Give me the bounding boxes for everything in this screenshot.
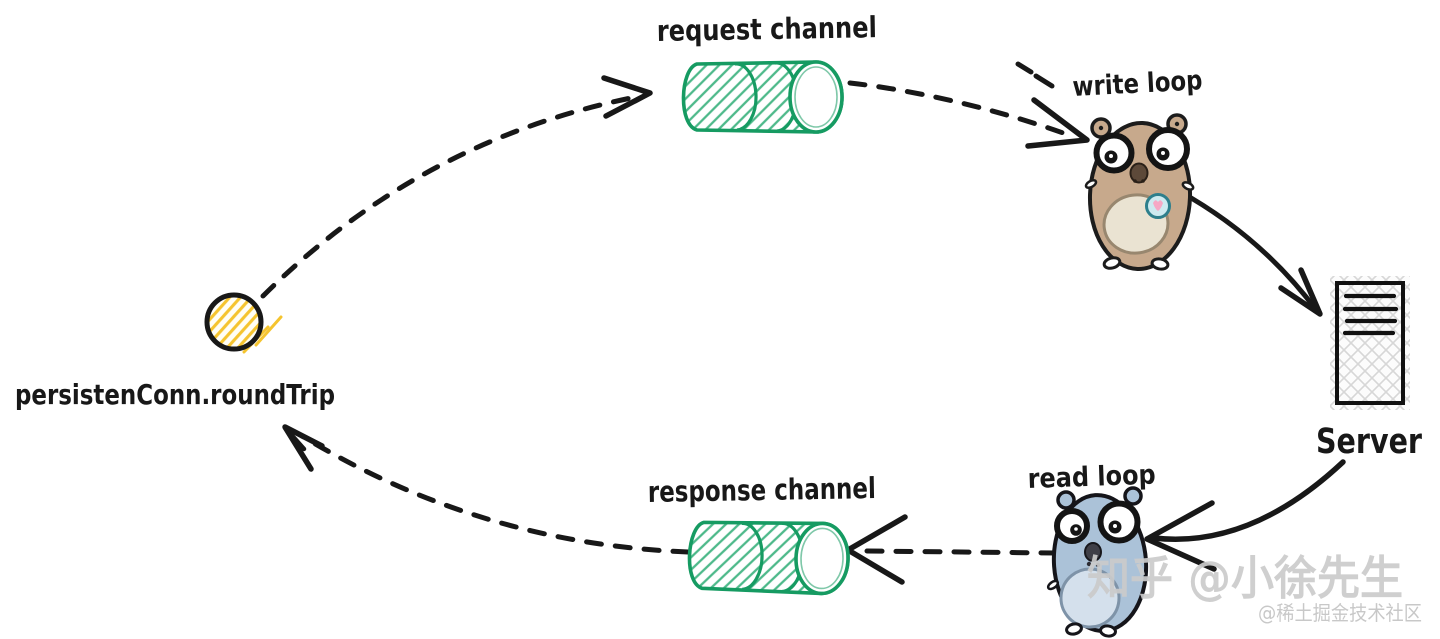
edge-request-channel-to-write-loop (847, 61, 1090, 149)
response-channel-cylinder (686, 518, 851, 596)
arrowhead-right (601, 75, 653, 119)
gopher-ear (1123, 486, 1143, 506)
arrowhead-left (1144, 500, 1217, 572)
watermark-zhihu: 知乎 @小徐先生 (1087, 551, 1403, 605)
read-loop-gopher-icon (1046, 486, 1149, 638)
gopher-paw (1084, 178, 1098, 190)
gopher-paw (1181, 181, 1195, 191)
write-loop-node: write loop (1072, 65, 1203, 271)
server-box (1335, 281, 1405, 405)
round-trip-node: persistenConn.roundTrip (15, 292, 335, 411)
gopher-foot (1065, 622, 1083, 636)
request-channel-node: request channel (657, 10, 878, 134)
edge-read-loop-to-response-channel (845, 514, 1059, 585)
request-channel-cylinder (681, 60, 844, 134)
edge-server-to-read-loop (1144, 459, 1346, 572)
gopher-trinket-heart (1153, 200, 1163, 211)
server-slots (1342, 293, 1399, 336)
gopher-foot (1150, 257, 1170, 271)
write-loop-label: write loop (1072, 65, 1203, 103)
arrowhead-up-left (282, 424, 325, 472)
emphasis-dashes (1015, 61, 1055, 89)
response-channel-node: response channel (648, 471, 877, 596)
arrowhead-down-right (1278, 267, 1323, 317)
edge-write-loop-to-server (1176, 188, 1323, 317)
write-loop-gopher-icon (1084, 113, 1195, 271)
edge-response-channel-to-roundtrip (282, 424, 691, 555)
gopher-ear (1056, 490, 1076, 510)
gopher-nose (1129, 162, 1149, 184)
gopher-paw (1046, 579, 1060, 591)
arrowhead-down-right (1025, 97, 1090, 149)
round-trip-label: persistenConn.roundTrip (15, 378, 335, 411)
request-channel-label: request channel (657, 10, 878, 48)
round-trip-circle (204, 292, 264, 352)
gopher-nose (1084, 542, 1102, 562)
edge-roundtrip-to-request-channel (260, 75, 653, 299)
gopher-foot (1102, 256, 1122, 270)
response-channel-label: response channel (648, 471, 877, 509)
watermark-juejin: @稀土掘金技术社区 (1258, 601, 1422, 625)
gopher-foot (1099, 624, 1117, 638)
gopher-belly (1059, 567, 1121, 629)
server-label: Server (1316, 422, 1423, 462)
server-node: Server (1316, 276, 1423, 462)
arrowhead-inner-stroke (285, 428, 307, 452)
gopher-eye (1146, 127, 1190, 171)
read-loop-node: read loop (1027, 460, 1156, 638)
